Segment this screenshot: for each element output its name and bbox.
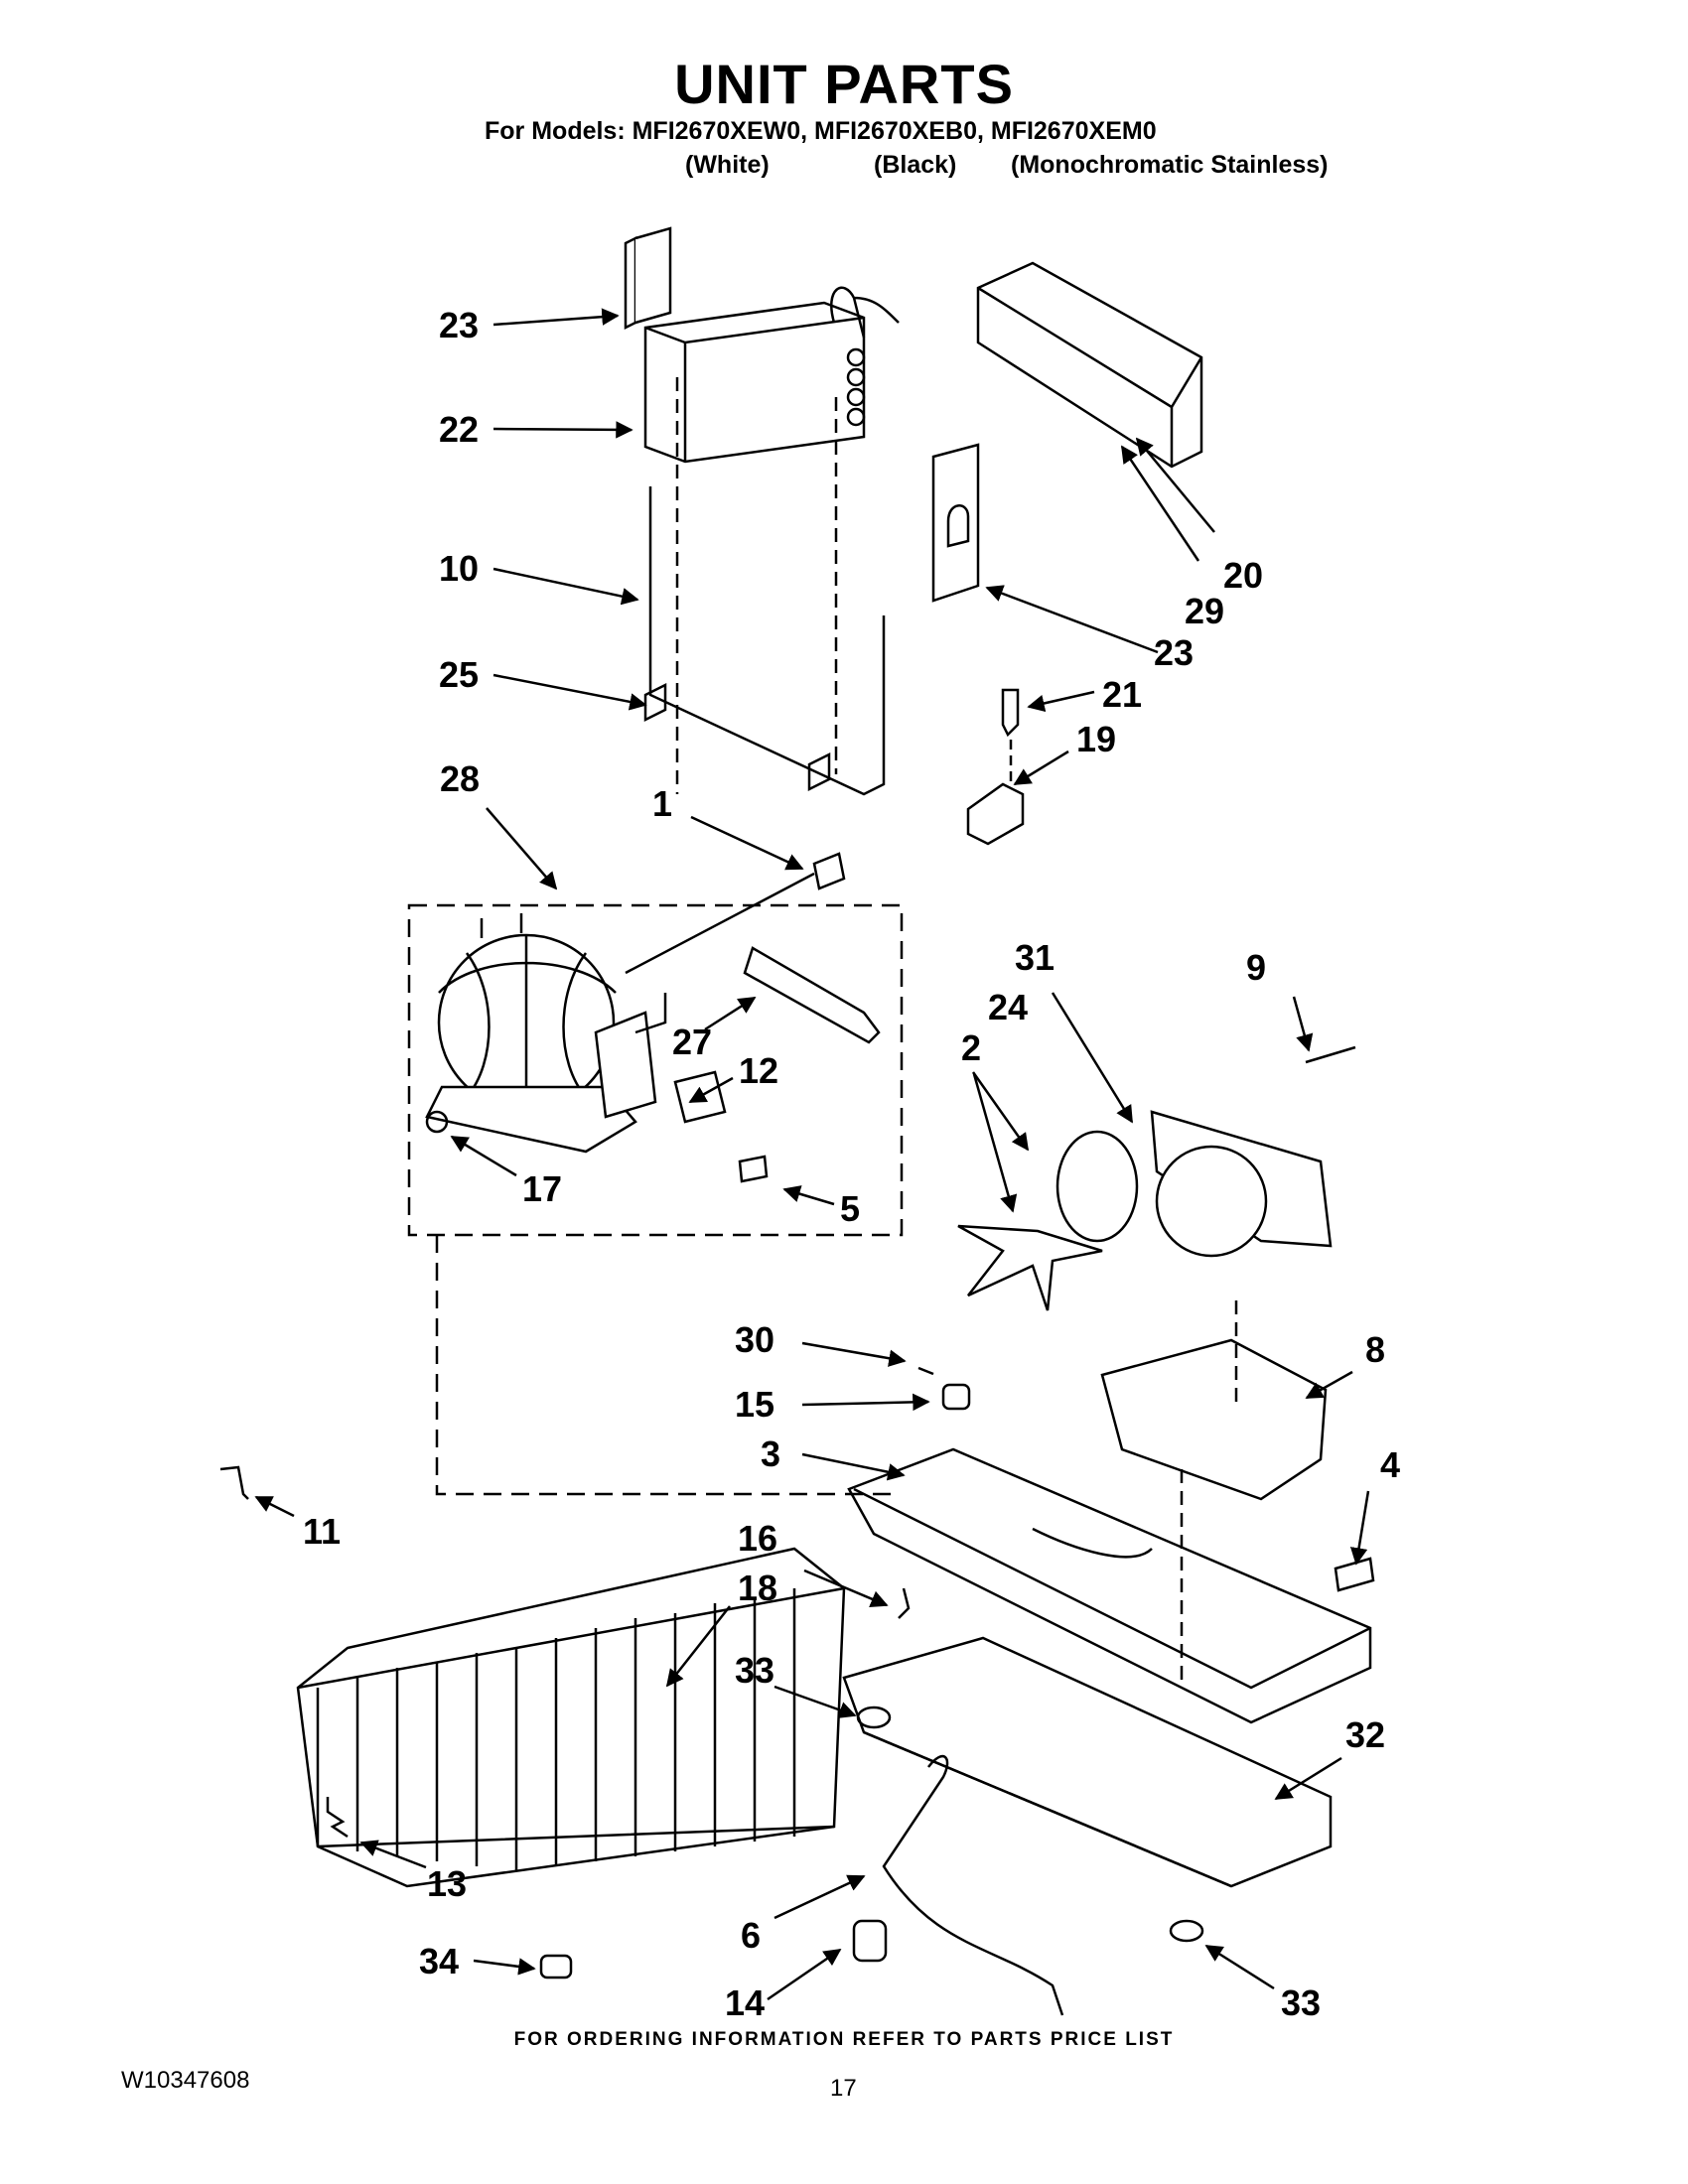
callout-30: 30 <box>735 1319 774 1360</box>
callout-8: 8 <box>1365 1329 1385 1370</box>
filter-14-part <box>852 1919 888 1963</box>
clip-13-part <box>326 1797 349 1839</box>
callout-6: 6 <box>741 1915 761 1956</box>
cover-part <box>976 261 1203 469</box>
callout-22: 22 <box>439 409 479 450</box>
callout-23b: 23 <box>1154 632 1194 673</box>
screw-4-part <box>1334 1557 1375 1592</box>
callout-4: 4 <box>1380 1444 1400 1485</box>
callout-10: 10 <box>439 548 479 589</box>
screw-bracket-part <box>966 688 1025 846</box>
callout-arrows <box>254 308 1370 2001</box>
callout-25: 25 <box>439 654 479 695</box>
callout-1: 1 <box>652 783 672 824</box>
callout-9: 9 <box>1246 947 1266 988</box>
callout-33a: 33 <box>735 1650 774 1691</box>
callout-31: 31 <box>1015 937 1055 978</box>
drain-heater-part <box>643 486 886 796</box>
callout-12: 12 <box>739 1050 778 1091</box>
callout-14: 14 <box>725 1982 765 2023</box>
variant-white: (White) <box>685 151 770 179</box>
dryer-34-part <box>539 1954 573 1979</box>
grommet-15-part <box>941 1383 971 1411</box>
callout-32: 32 <box>1345 1714 1385 1755</box>
page-title: UNIT PARTS <box>674 53 1014 115</box>
screw-16-part <box>898 1587 911 1619</box>
variant-black: (Black) <box>874 151 957 179</box>
compressor-assembly <box>407 852 904 1237</box>
callout-28: 28 <box>440 758 480 799</box>
compressor-guide-line <box>435 1235 894 1496</box>
callout-2: 2 <box>961 1027 981 1068</box>
variant-stainless: (Monochromatic Stainless) <box>1011 151 1329 179</box>
base-pan-part <box>847 1300 1372 1724</box>
callout-16: 16 <box>738 1518 777 1559</box>
callout-29: 29 <box>1185 591 1224 631</box>
callout-13: 13 <box>427 1863 467 1904</box>
models-line: For Models: MFI2670XEW0, MFI2670XEB0, MF… <box>485 117 1157 145</box>
document-number: W10347608 <box>121 2067 250 2094</box>
foot-33b-part <box>1169 1919 1204 1943</box>
callout-23a: 23 <box>439 305 479 345</box>
callout-11: 11 <box>303 1511 341 1552</box>
callout-19: 19 <box>1076 719 1116 759</box>
foot-33a-part <box>856 1706 892 1729</box>
callout-27: 27 <box>672 1022 712 1062</box>
callout-20: 20 <box>1223 555 1263 596</box>
evaporator-part <box>624 226 900 794</box>
callout-33b: 33 <box>1281 1982 1321 2023</box>
fan-assembly <box>957 1045 1356 1311</box>
pan-cover-part <box>842 1636 1333 1888</box>
callout-18: 18 <box>738 1568 777 1608</box>
drain-tube-part <box>882 1754 1064 2016</box>
callout-34: 34 <box>419 1941 459 1981</box>
pin-30-part <box>917 1366 934 1376</box>
page-number: 17 <box>830 2075 857 2102</box>
callout-15: 15 <box>735 1384 774 1425</box>
callout-17: 17 <box>522 1168 562 1209</box>
ordering-note: FOR ORDERING INFORMATION REFER TO PARTS … <box>513 2029 1175 2050</box>
callout-24: 24 <box>988 987 1028 1027</box>
callout-labels: 23 22 10 25 23 20 29 21 19 28 1 27 12 17… <box>303 305 1400 2023</box>
callout-5: 5 <box>840 1188 860 1229</box>
clip-11-part <box>219 1465 249 1500</box>
callout-3: 3 <box>761 1433 780 1474</box>
bracket-right-part <box>931 443 980 603</box>
callout-21: 21 <box>1102 674 1142 715</box>
